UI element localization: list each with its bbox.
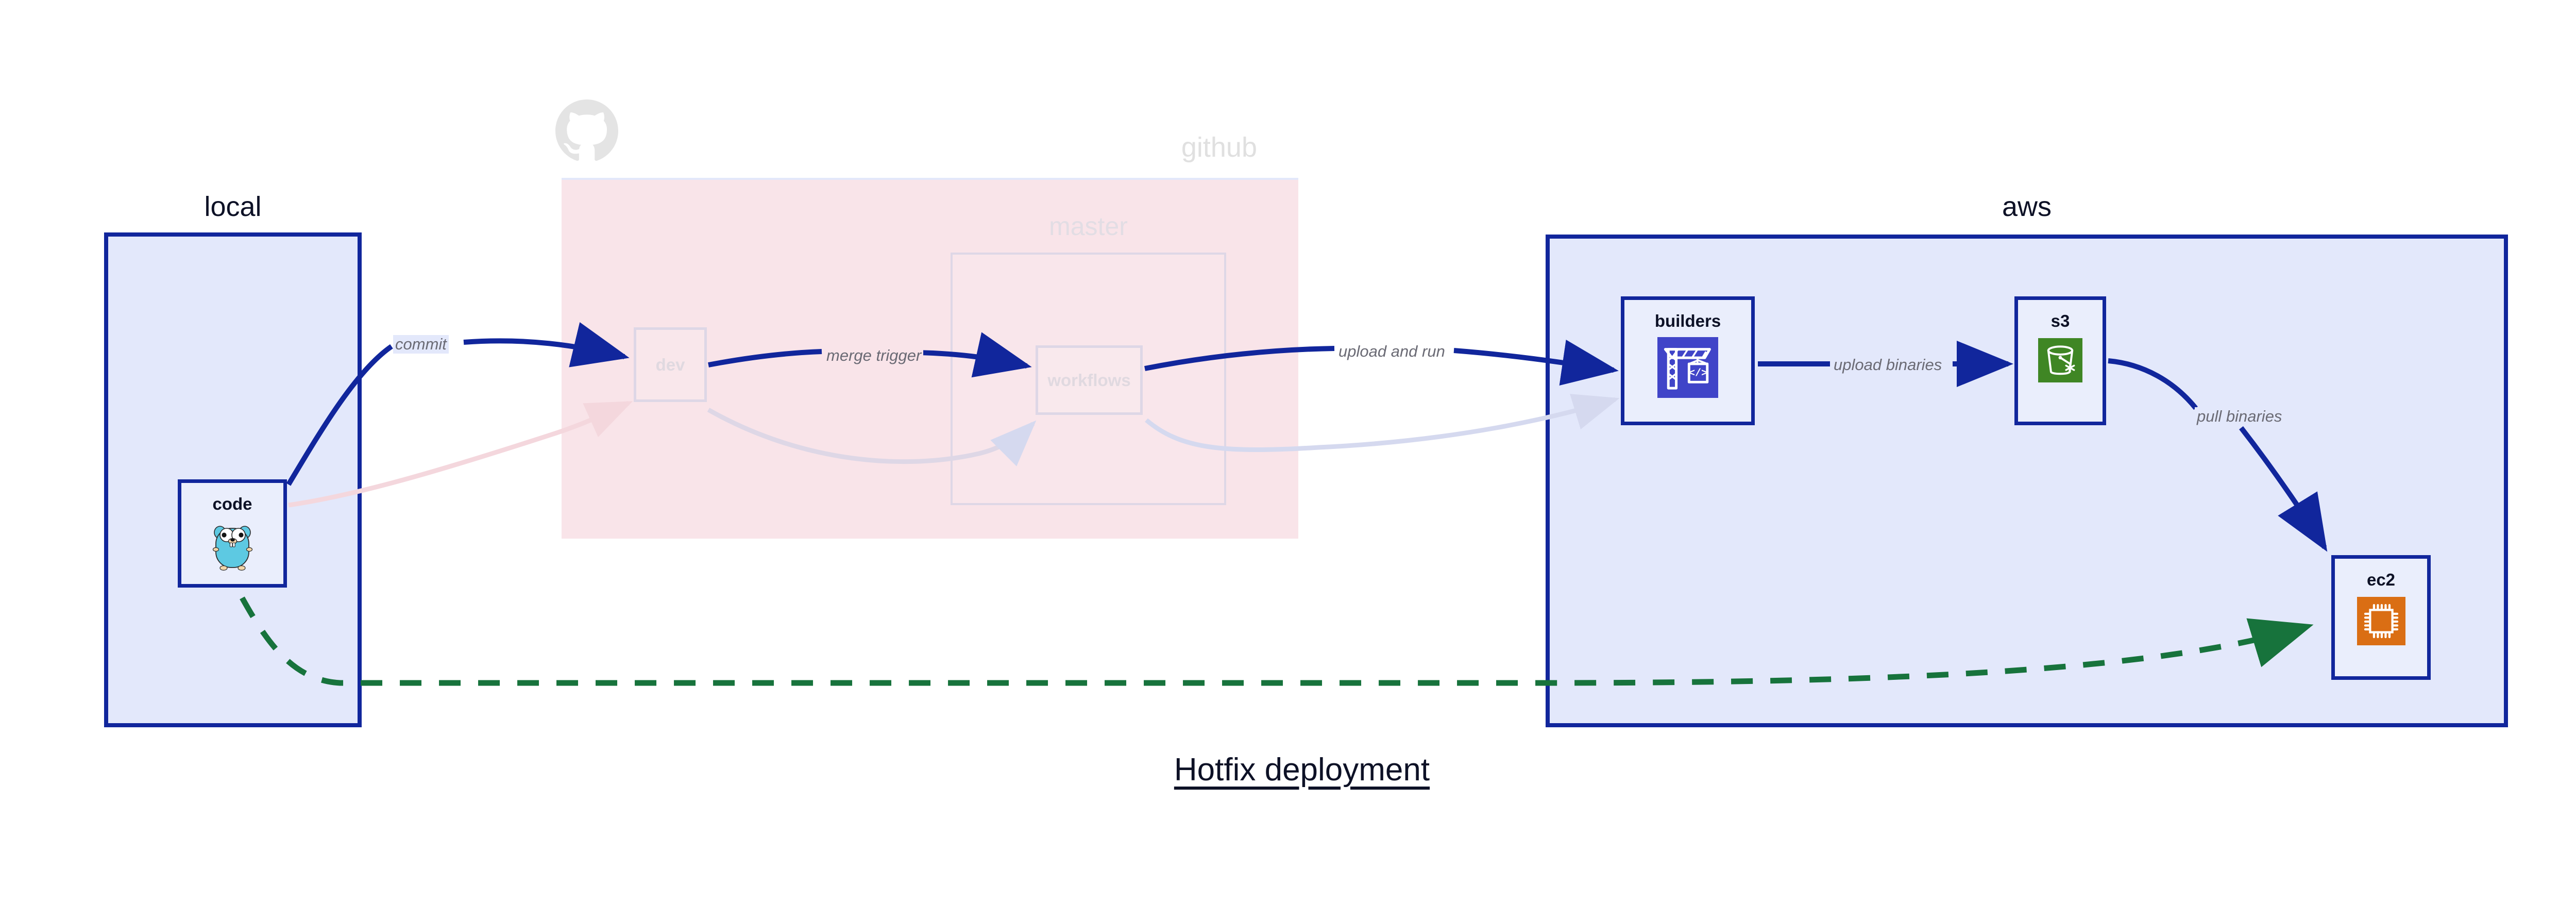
- edge-merge: [708, 349, 822, 368]
- cluster-label-master: master: [1049, 212, 1128, 241]
- cluster-label-github: github: [1181, 132, 1257, 163]
- node-builders-label: builders: [1654, 311, 1721, 330]
- s3-bucket-icon: [2038, 338, 2082, 382]
- node-builders[interactable]: builders </>: [1621, 296, 1755, 425]
- node-workflows[interactable]: workflows: [1036, 345, 1143, 415]
- cluster-github: [562, 178, 1298, 539]
- node-dev-label: dev: [655, 355, 685, 374]
- node-s3[interactable]: s3: [2014, 296, 2106, 425]
- edge-hotfix: [240, 596, 2314, 686]
- edge-label-pull-binaries: pull binaries: [2195, 407, 2284, 426]
- node-workflows-label: workflows: [1047, 370, 1131, 390]
- edge-label-upload-binaries: upload binaries: [1832, 356, 1944, 374]
- diagram-title: Hotfix deployment: [1174, 752, 1430, 788]
- edge-pull: [2108, 358, 2198, 410]
- edge-label-upload-and-run: upload and run: [1336, 342, 1447, 361]
- svg-text:</>: </>: [1689, 368, 1707, 380]
- edge-label-commit: commit: [393, 335, 449, 354]
- node-ec2-label: ec2: [2366, 570, 2396, 589]
- crane-code-icon: </>: [1657, 337, 1718, 398]
- node-code-label: code: [212, 494, 252, 513]
- node-ec2[interactable]: ec2: [2331, 555, 2431, 680]
- edge-upload-run: [1144, 346, 1335, 371]
- edge-label-merge-trigger: merge trigger: [824, 346, 924, 365]
- cluster-label-aws: aws: [2002, 191, 2052, 222]
- cluster-label-local: local: [204, 191, 262, 222]
- node-dev[interactable]: dev: [634, 327, 707, 402]
- cpu-chip-icon: [2357, 597, 2405, 645]
- go-gopher-icon: [210, 521, 255, 573]
- node-s3-label: s3: [2050, 311, 2070, 330]
- github-octocat-icon: [555, 99, 618, 162]
- node-code[interactable]: code: [178, 479, 287, 588]
- edge-commit: [286, 344, 393, 486]
